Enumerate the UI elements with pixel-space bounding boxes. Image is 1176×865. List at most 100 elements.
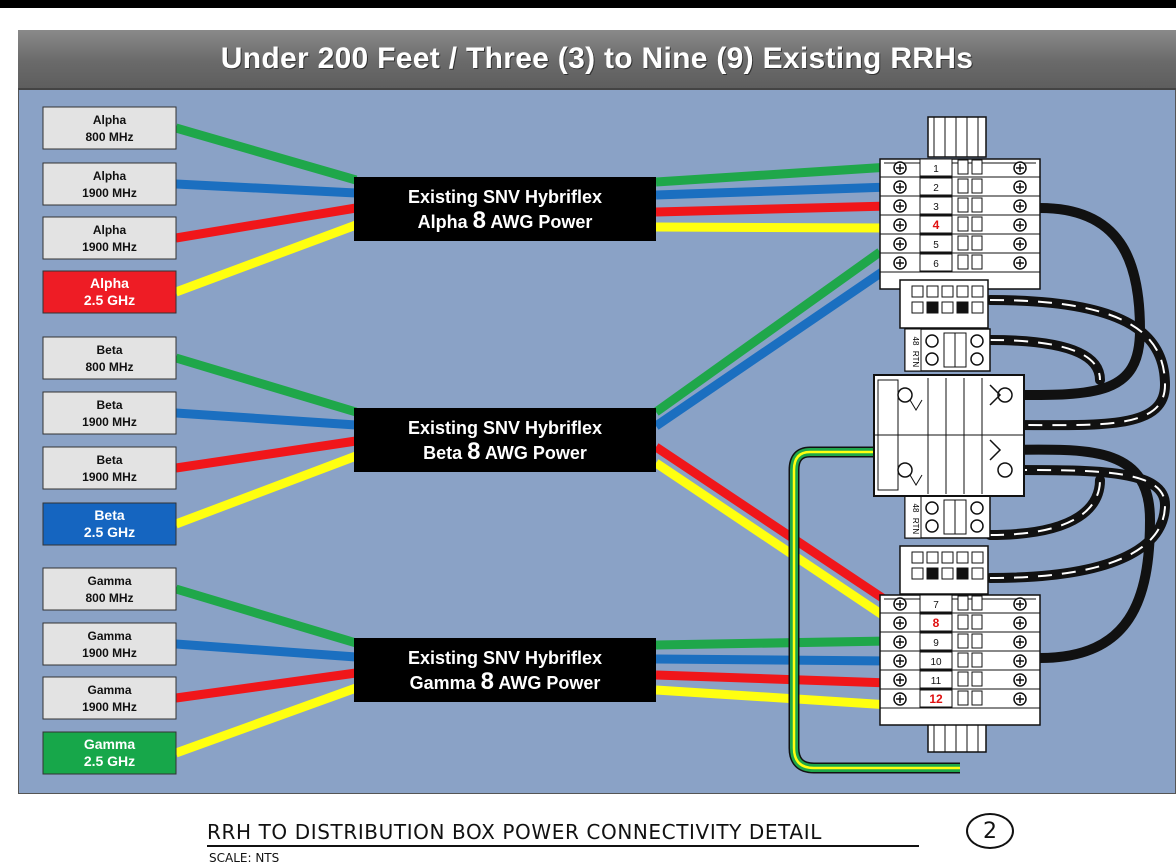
bridge-slot — [941, 567, 954, 580]
terminal-number: 12 — [929, 692, 943, 706]
wire-blue — [175, 639, 357, 662]
rrh-band-label: Beta — [96, 398, 122, 412]
scale-label: SCALE: NTS — [209, 851, 280, 865]
cable-name: Existing SNV Hybriflex — [408, 418, 602, 438]
title-bar: Under 200 Feet / Three (3) to Nine (9) E… — [18, 30, 1176, 90]
cable-sector: Beta — [423, 443, 467, 463]
bridge-slot — [926, 551, 939, 564]
cable-sector: Alpha — [418, 212, 473, 232]
rrh-box-bg — [42, 731, 177, 775]
terminal-label-cell — [919, 651, 953, 670]
surge-module — [873, 374, 1025, 497]
wire-yellow — [174, 220, 358, 297]
din-rail-top — [927, 116, 987, 158]
rrh-band-label: Gamma — [87, 683, 131, 697]
wire-red — [175, 436, 357, 473]
terminal-number: 3 — [933, 202, 939, 213]
rrh-freq-label: 2.5 GHz — [84, 292, 135, 308]
jumper-wire-stripe — [989, 469, 1167, 579]
voltage-label: RTN — [911, 351, 920, 368]
breaker-terminal — [970, 519, 984, 533]
wire-blue — [175, 408, 357, 430]
bridge-slot — [911, 301, 924, 314]
terminal-label-cell — [919, 594, 953, 613]
terminal-number: 5 — [933, 240, 939, 251]
rrh-band-label: Beta — [96, 453, 122, 467]
terminal-number: 9 — [933, 638, 939, 649]
bridge-jumper-bar — [899, 279, 989, 329]
breaker-tag — [904, 328, 922, 372]
wire-green — [174, 123, 358, 185]
jumper-wire-stripe — [989, 339, 1101, 381]
rrh-box-bg — [42, 106, 177, 150]
terminal-clamp — [971, 633, 983, 649]
terminal-clamp — [957, 614, 969, 630]
rrh-band-label: Beta — [94, 507, 125, 523]
breaker-terminal — [925, 519, 939, 533]
rrh-box-bg — [42, 391, 177, 435]
surge-terminal — [997, 387, 1013, 403]
breaker-terminal — [970, 334, 984, 348]
gamma-wire-yellow — [655, 685, 891, 710]
jumper-wire-stripe — [989, 299, 1167, 427]
diagram-title: Under 200 Feet / Three (3) to Nine (9) E… — [220, 42, 974, 75]
terminal-clamp — [971, 178, 983, 194]
bridge-slot — [911, 567, 924, 580]
terminal-clamp — [957, 159, 969, 175]
rrh-freq-label: 800 MHz — [85, 360, 133, 374]
terminal-number: 6 — [933, 259, 939, 270]
wire-yellow — [174, 683, 358, 758]
rrh-band-label: Gamma — [84, 736, 136, 752]
wire-yellow — [174, 451, 358, 529]
terminal-clamp — [971, 671, 983, 687]
cable-power-label: Beta 8 AWG Power — [423, 438, 587, 465]
terminal-clamp — [971, 690, 983, 706]
rrh-freq-label: 2.5 GHz — [84, 753, 135, 769]
wire-green — [174, 584, 358, 648]
rrh-box-bg — [42, 502, 177, 546]
ground-wire-stripe — [792, 450, 960, 770]
alpha-wire-yellow — [655, 222, 891, 233]
rrh-freq-label: 1900 MHz — [82, 240, 137, 254]
bridge-slot — [971, 567, 984, 580]
terminal-label-cell — [919, 234, 953, 253]
terminal-clamp — [957, 235, 969, 251]
rrh-freq-label: 1900 MHz — [82, 415, 137, 429]
terminal-clamp — [971, 197, 983, 213]
gamma-wire-blue — [655, 654, 891, 666]
terminal-clamp — [957, 595, 969, 611]
rrh-box-bg — [42, 567, 177, 611]
rrh-band-label: Beta — [96, 343, 122, 357]
terminal-clamp — [971, 159, 983, 175]
bridge-slot — [971, 551, 984, 564]
rrh-freq-label: 1900 MHz — [82, 646, 137, 660]
rrh-box-bg — [42, 446, 177, 490]
cable-awg: AWG Power — [486, 212, 592, 232]
bridge-slot — [941, 285, 954, 298]
rrh-freq-label: 1900 MHz — [82, 700, 137, 714]
surge-symbol — [989, 439, 1002, 461]
cable-awg: AWG Power — [494, 673, 600, 693]
terminal-clamp — [957, 178, 969, 194]
terminal-clamp — [971, 652, 983, 668]
rrh-box: Beta 1900 MHz — [42, 391, 177, 435]
terminal-number: 11 — [931, 676, 942, 687]
rrh-box-bg — [42, 622, 177, 666]
terminal-label-cell — [919, 177, 953, 196]
cable-box-bg — [354, 638, 656, 702]
terminal-clamp — [971, 235, 983, 251]
terminal-clamp — [971, 595, 983, 611]
terminal-number: 7 — [933, 600, 939, 611]
jumper-wire-stripe — [989, 479, 1101, 536]
